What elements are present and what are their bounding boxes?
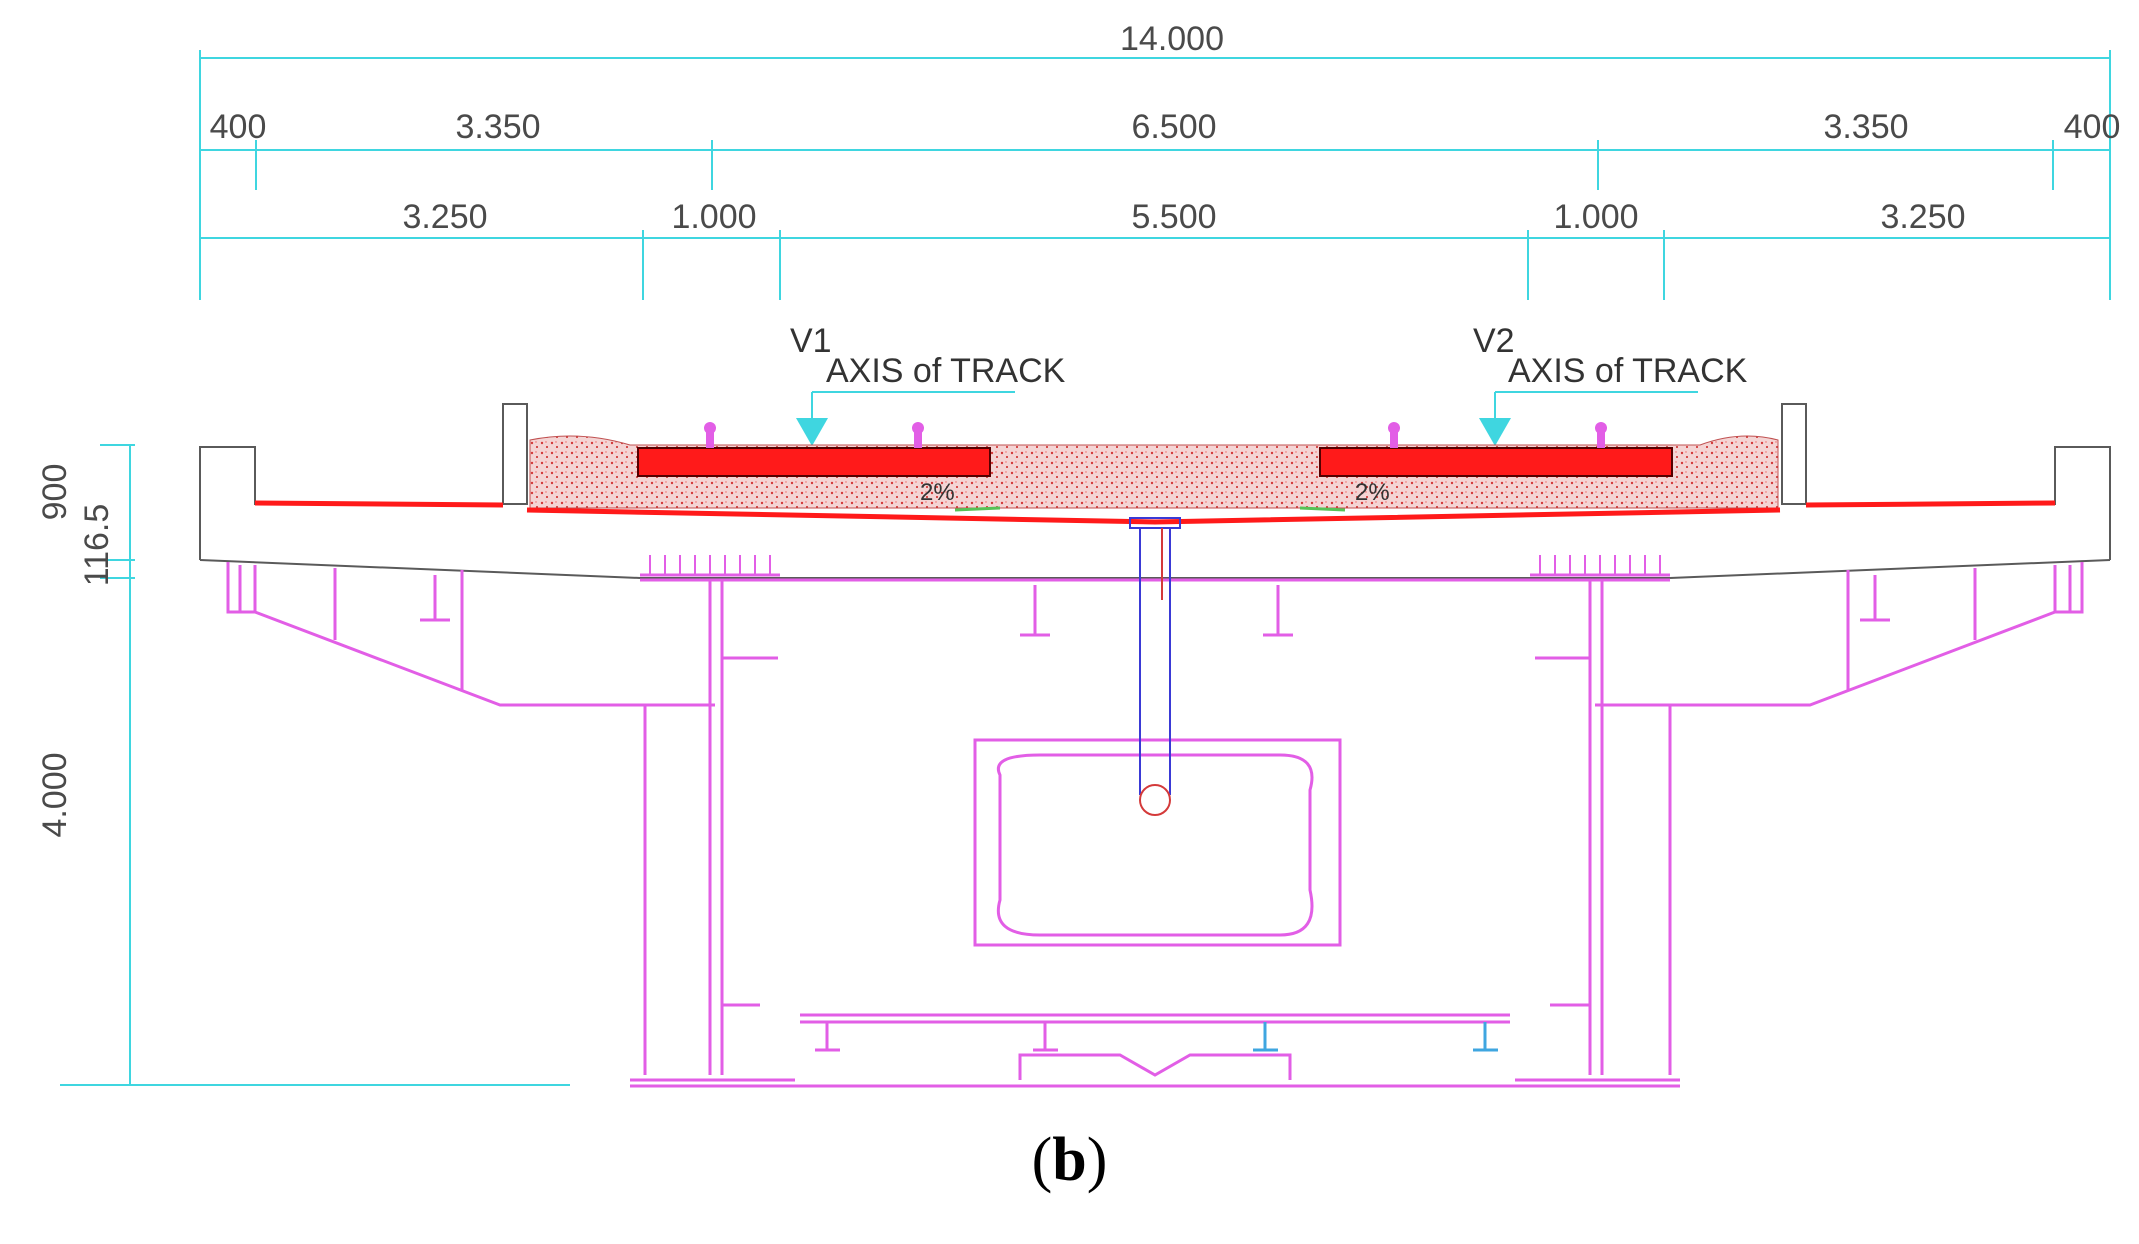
track-axis-v1: V1 AXIS of TRACK bbox=[790, 322, 1066, 446]
track-label-v1: AXIS of TRACK bbox=[826, 352, 1066, 390]
steel-structure bbox=[226, 555, 2084, 1088]
slope-left: 2% bbox=[920, 479, 955, 506]
sleeper-v1 bbox=[637, 447, 991, 477]
dim-overall: 14.000 bbox=[1120, 20, 1224, 58]
blue-stiffeners bbox=[1253, 1022, 1498, 1052]
dim-row2-2: 3.350 bbox=[455, 108, 540, 146]
figure-caption: (b) bbox=[0, 1125, 2139, 1196]
dim-row3-4: 1.000 bbox=[1553, 198, 1638, 236]
track-id-v1: V1 bbox=[790, 322, 832, 360]
dim-row2-4: 3.350 bbox=[1823, 108, 1908, 146]
dimension-labels: 14.000 400 3.350 6.500 3.350 400 3.250 1… bbox=[36, 20, 2120, 838]
dim-row2-5: 400 bbox=[2064, 108, 2121, 146]
sleepers bbox=[637, 447, 1673, 477]
dim-vert-116: 116.5 bbox=[78, 504, 116, 587]
axis-arrow-icon bbox=[796, 418, 828, 446]
dim-row2-1: 400 bbox=[210, 108, 267, 146]
sleeper-v2 bbox=[1319, 447, 1673, 477]
track-label-v2: AXIS of TRACK bbox=[1508, 352, 1748, 390]
axis-arrow-icon bbox=[1479, 418, 1511, 446]
dim-row3-3: 5.500 bbox=[1131, 198, 1216, 236]
rails bbox=[704, 422, 1607, 448]
dim-row2-3: 6.500 bbox=[1131, 108, 1216, 146]
track-axis-v2: V2 AXIS of TRACK bbox=[1473, 322, 1748, 446]
dim-row3-2: 1.000 bbox=[671, 198, 756, 236]
dim-vert-900: 900 bbox=[36, 464, 74, 521]
drain-marks bbox=[954, 506, 1346, 512]
drain-pipe bbox=[1129, 517, 1181, 816]
waterproof-layer bbox=[254, 500, 2056, 525]
dimension-lines bbox=[60, 50, 2111, 1086]
track-id-v2: V2 bbox=[1473, 322, 1515, 360]
slope-right: 2% bbox=[1355, 479, 1390, 506]
dim-row3-5: 3.250 bbox=[1880, 198, 1965, 236]
caption-open: ( bbox=[1031, 1126, 1053, 1194]
dim-vert-4000: 4.000 bbox=[36, 752, 74, 837]
caption-close: ) bbox=[1086, 1126, 1108, 1194]
caption-letter: b bbox=[1052, 1126, 1087, 1194]
dim-row3-1: 3.250 bbox=[402, 198, 487, 236]
concrete-deck bbox=[199, 403, 2111, 579]
